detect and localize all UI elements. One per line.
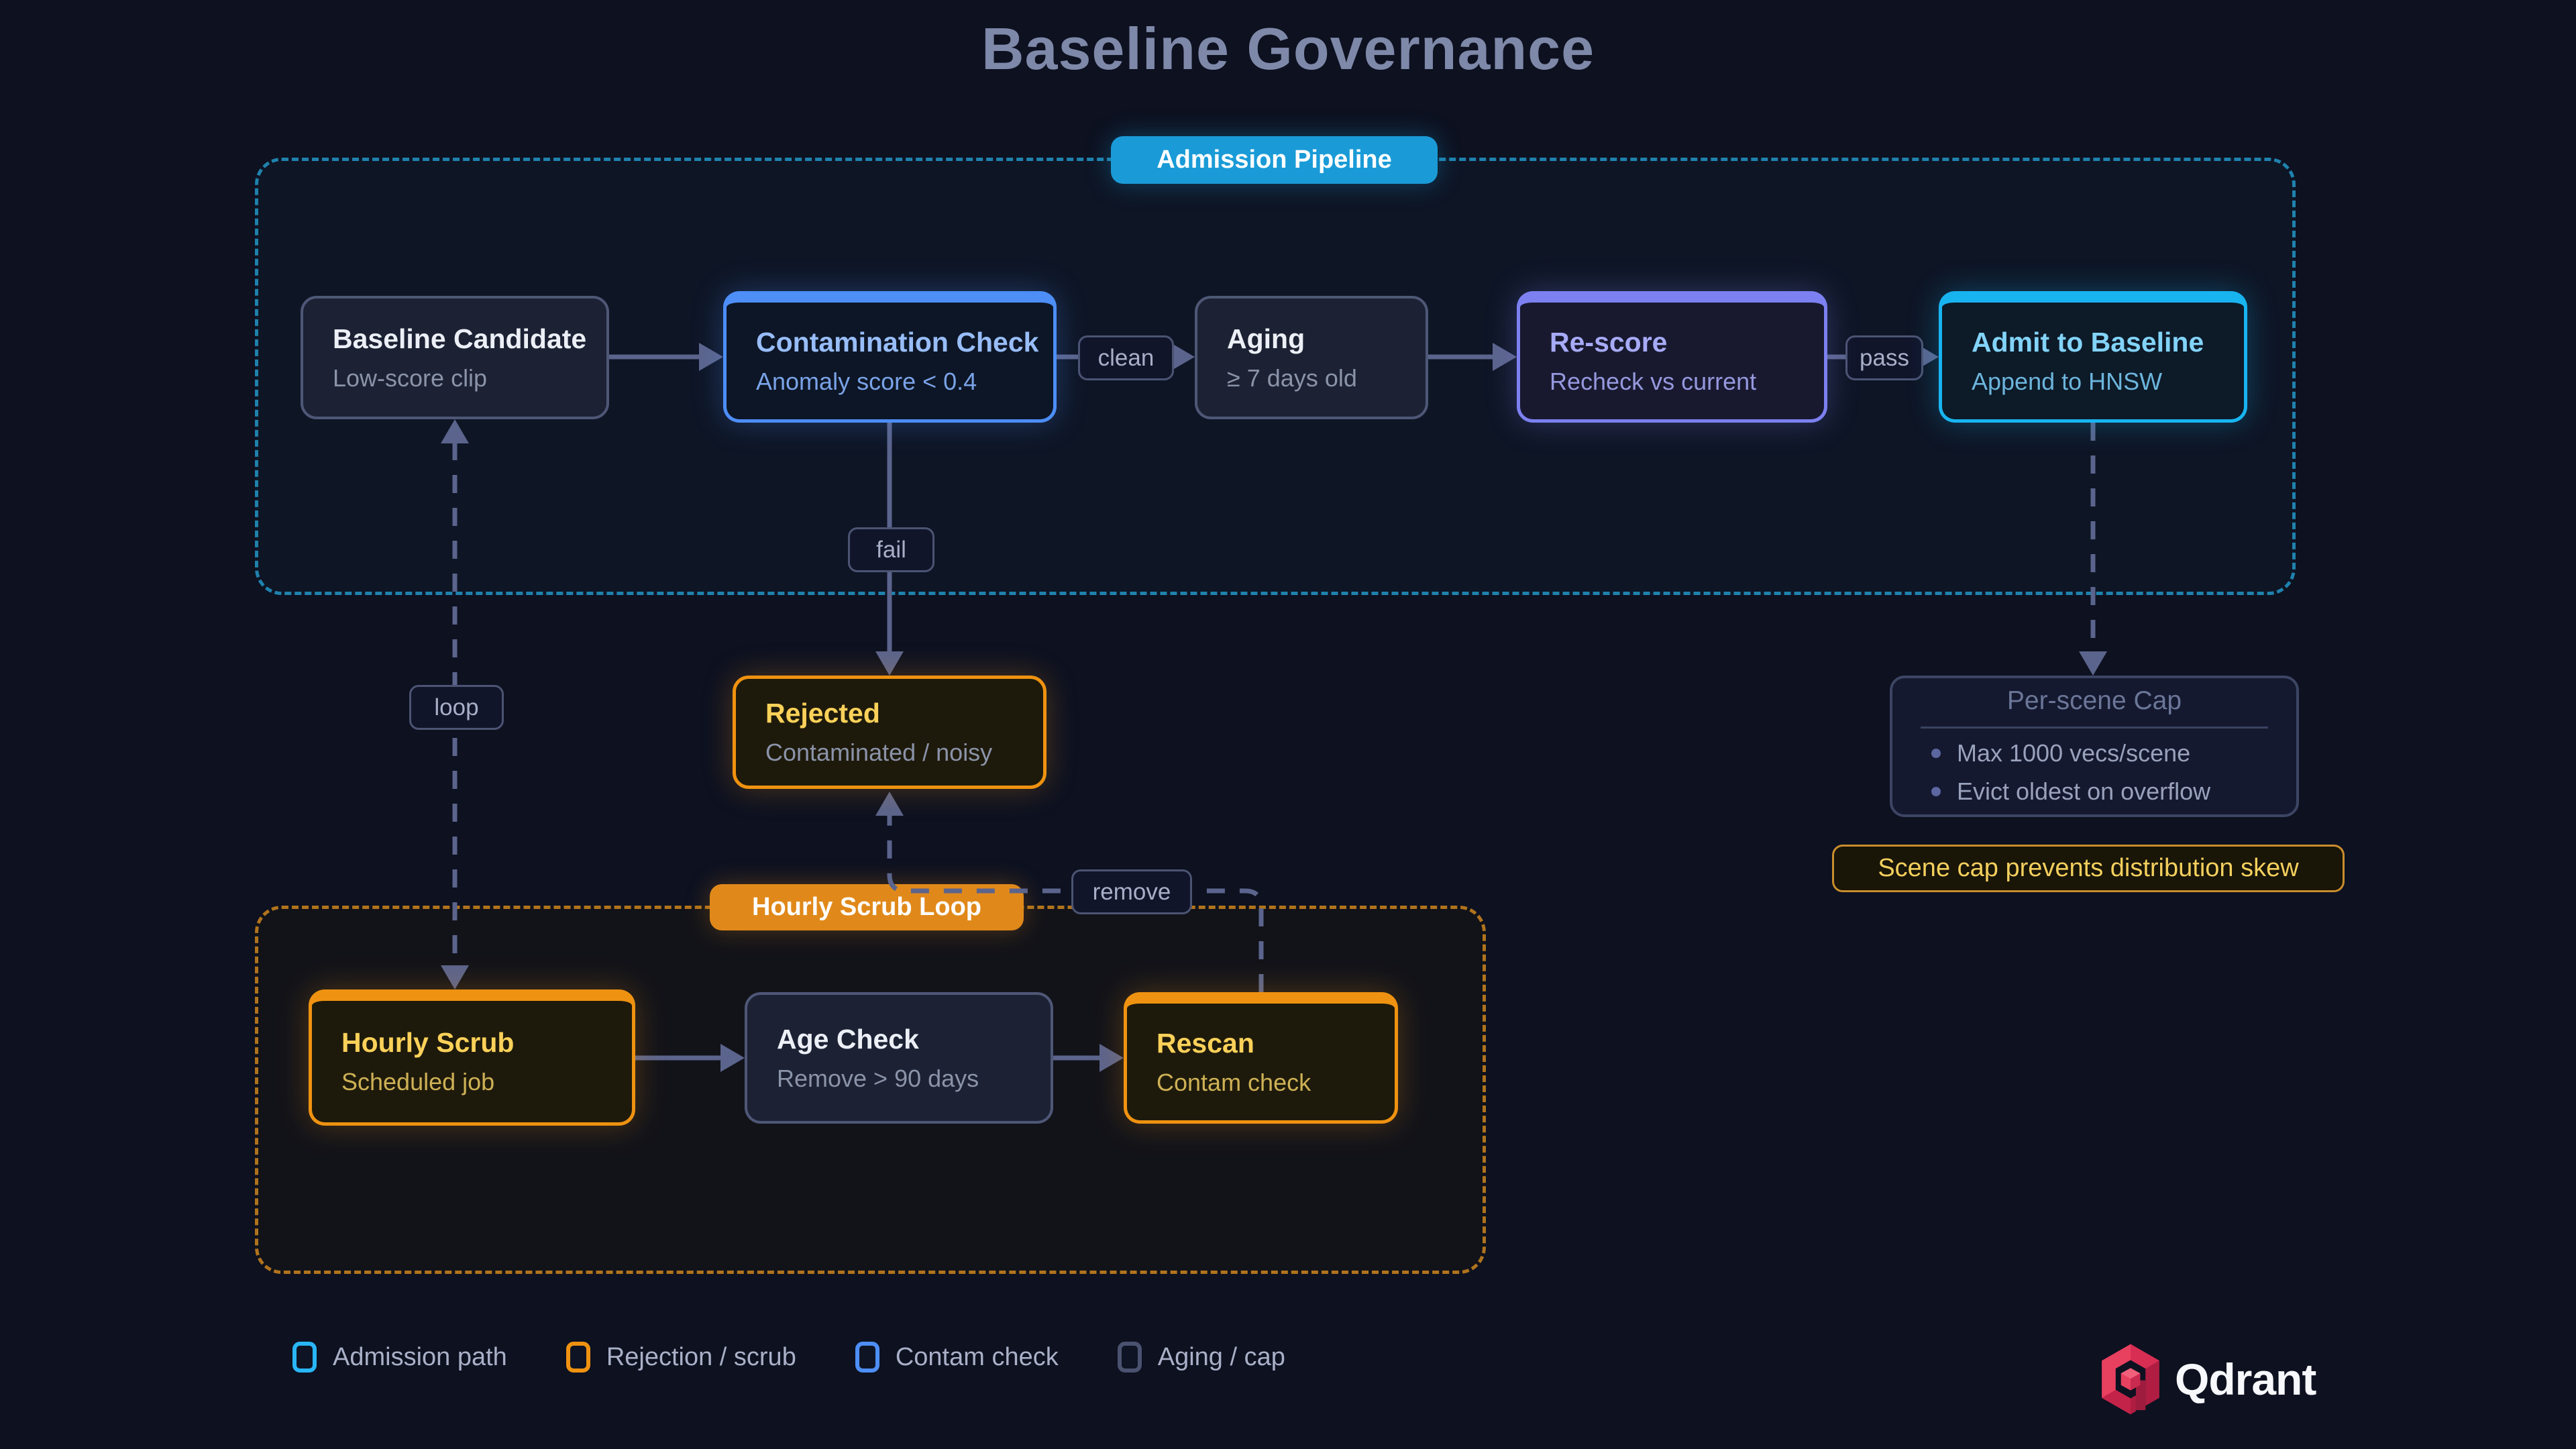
scene-cap-note: Scene cap prevents distribution skew [1832,845,2345,892]
legend-swatch-icon [566,1342,590,1373]
node-subtitle: Remove > 90 days [777,1064,979,1092]
legend-item-aging-cap: Aging / cap [1117,1342,1285,1373]
arrowhead-up-icon [441,419,469,443]
cap-title: Per-scene Cap [2006,686,2182,715]
node-subtitle: Contam check [1157,1068,1311,1096]
legend-label: Aging / cap [1157,1342,1285,1371]
node-subtitle: Recheck vs current [1550,367,1757,395]
arrowhead-down-icon [441,965,469,989]
arrowhead-down-icon [2079,651,2107,676]
legend-label: Contam check [895,1342,1059,1371]
node-title: Rejected [765,698,880,729]
node-title: Contamination Check [756,326,1039,358]
cap-divider [1921,727,2268,729]
node-subtitle: Low-score clip [333,364,488,392]
cap-list: Max 1000 vecs/scene Evict oldest on over… [1892,739,2296,806]
arrowhead-down-icon [875,651,904,676]
node-title: Hourly Scrub [341,1027,515,1059]
page-title: Baseline Governance [981,15,1595,82]
cap-item: Max 1000 vecs/scene [1931,739,2296,767]
edge-label-pass: pass [1845,335,1923,380]
cap-item-text: Max 1000 vecs/scene [1957,739,2191,767]
qdrant-logo-icon [2102,1344,2159,1415]
legend-label: Admission path [333,1342,507,1371]
cap-item-text: Evict oldest on overflow [1957,777,2211,805]
node-age-check: Age Check Remove > 90 days [745,992,1053,1124]
node-admit-to-baseline: Admit to Baseline Append to HNSW [1939,291,2247,423]
node-hourly-scrub: Hourly Scrub Scheduled job [309,989,635,1126]
arrowhead-right-icon [1099,1044,1124,1072]
legend: Admission path Rejection / scrub Contam … [292,1342,1285,1373]
node-rescan: Rescan Contam check [1124,992,1398,1124]
arrowhead-right-icon [699,343,723,371]
node-subtitle: Scheduled job [341,1068,495,1096]
node-subtitle: Contaminated / noisy [765,739,993,767]
legend-label: Rejection / scrub [606,1342,796,1371]
node-subtitle: Anomaly score < 0.4 [756,367,977,395]
node-re-score: Re-score Recheck vs current [1517,291,1827,423]
edge-label-remove: remove [1071,869,1192,914]
cap-item: Evict oldest on overflow [1931,777,2296,806]
legend-swatch-icon [292,1342,317,1373]
node-rejected: Rejected Contaminated / noisy [733,676,1046,789]
node-title: Admit to Baseline [1972,326,2204,358]
legend-item-contam-check: Contam check [855,1342,1059,1373]
brand-lockup: Qdrant [2098,1343,2316,1415]
per-scene-cap-box: Per-scene Cap Max 1000 vecs/scene Evict … [1890,676,2299,817]
node-title: Aging [1227,323,1305,354]
hourly-scrub-loop-badge: Hourly Scrub Loop [710,884,1024,930]
node-contamination-check: Contamination Check Anomaly score < 0.4 [723,291,1057,423]
legend-item-rejection-scrub: Rejection / scrub [566,1342,796,1373]
arrowhead-right-icon [720,1044,745,1072]
node-aging: Aging ≥ 7 days old [1195,296,1428,419]
legend-swatch-icon [855,1342,879,1373]
node-subtitle: ≥ 7 days old [1227,364,1357,392]
arrowhead-right-icon [1171,343,1195,371]
legend-item-admission-path: Admission path [292,1342,507,1373]
admission-pipeline-badge: Admission Pipeline [1111,136,1438,184]
node-title: Age Check [777,1023,919,1055]
edge-label-fail: fail [848,527,934,572]
node-title: Re-score [1550,326,1668,358]
node-subtitle: Append to HNSW [1972,367,2163,395]
legend-swatch-icon [1117,1342,1142,1373]
node-title: Rescan [1157,1027,1254,1059]
node-baseline-candidate: Baseline Candidate Low-score clip [301,296,609,419]
edge-label-clean: clean [1078,335,1174,380]
arrowhead-right-icon [1493,343,1517,371]
bullet-dot-icon [1931,787,1941,796]
arrowhead-up-icon [875,792,904,816]
brand-name: Qdrant [2175,1354,2316,1404]
node-title: Baseline Candidate [333,323,587,354]
edge-label-loop: loop [409,685,504,730]
bullet-dot-icon [1931,749,1941,758]
